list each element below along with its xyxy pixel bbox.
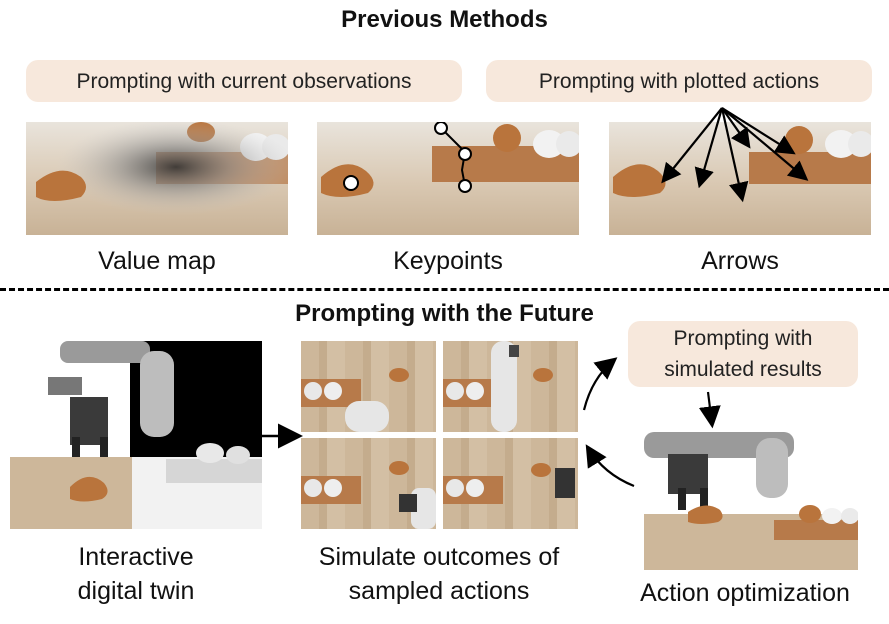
action-optimization-caption: Action optimization: [640, 579, 850, 607]
prompt-plotted-actions: Prompting with plotted actions: [486, 60, 872, 102]
digital-twin-image: [10, 341, 262, 529]
value-map-caption: Value map: [98, 247, 216, 275]
prompt-simulated-results: Prompting with simulated results: [628, 321, 858, 387]
keypoints-caption: Keypoints: [393, 247, 503, 275]
digital-twin-caption-line1: Interactive: [78, 543, 194, 571]
action-to-sim-arrow: [585, 444, 635, 488]
digital-twin-caption-line2: digital twin: [77, 577, 195, 605]
action-optimization-drawing: [644, 432, 858, 570]
value-map-image: [26, 122, 288, 235]
keypoint-4: [458, 179, 472, 193]
digital-twin-caption: Interactive digital twin: [10, 540, 262, 608]
sim-outcome-1-drawing: [301, 368, 409, 432]
arrows-caption: Arrows: [701, 247, 779, 275]
sim-outcome-3: [301, 438, 436, 529]
prompt-current-observations: Prompting with current observations: [26, 60, 462, 102]
arrows-drawing: [613, 126, 871, 197]
simulate-caption-line1: Simulate outcomes of: [318, 543, 560, 571]
digital-twin-drawing: [10, 341, 262, 529]
sim-outcome-4: [443, 438, 578, 529]
prompting-future-title: Prompting with the Future: [295, 300, 594, 327]
sim-outcome-4-drawing: [443, 463, 575, 504]
prompt-simulated-results-text: Prompting with simulated results: [664, 327, 822, 381]
sim-to-prompt-arrow: [582, 357, 618, 411]
keypoint-1: [343, 175, 359, 191]
section-divider: [0, 288, 889, 291]
prompt-to-action-arrow: [698, 391, 721, 429]
sim-outcome-3-drawing: [301, 461, 436, 529]
action-optimization-image: [644, 432, 858, 570]
keypoints-image: [317, 122, 579, 235]
value-map-drawing: [36, 122, 288, 215]
sim-outcome-1: [301, 341, 436, 432]
keypoints-drawing: [321, 122, 579, 197]
arrows-image: [609, 122, 871, 235]
simulate-caption: Simulate outcomes of sampled actions: [286, 540, 592, 608]
previous-methods-title: Previous Methods: [341, 6, 548, 33]
sim-outcome-2-drawing: [443, 341, 553, 432]
sim-outcome-2: [443, 341, 578, 432]
simulate-caption-line2: sampled actions: [348, 577, 530, 605]
keypoint-3: [458, 147, 472, 161]
keypoint-2: [434, 122, 448, 135]
